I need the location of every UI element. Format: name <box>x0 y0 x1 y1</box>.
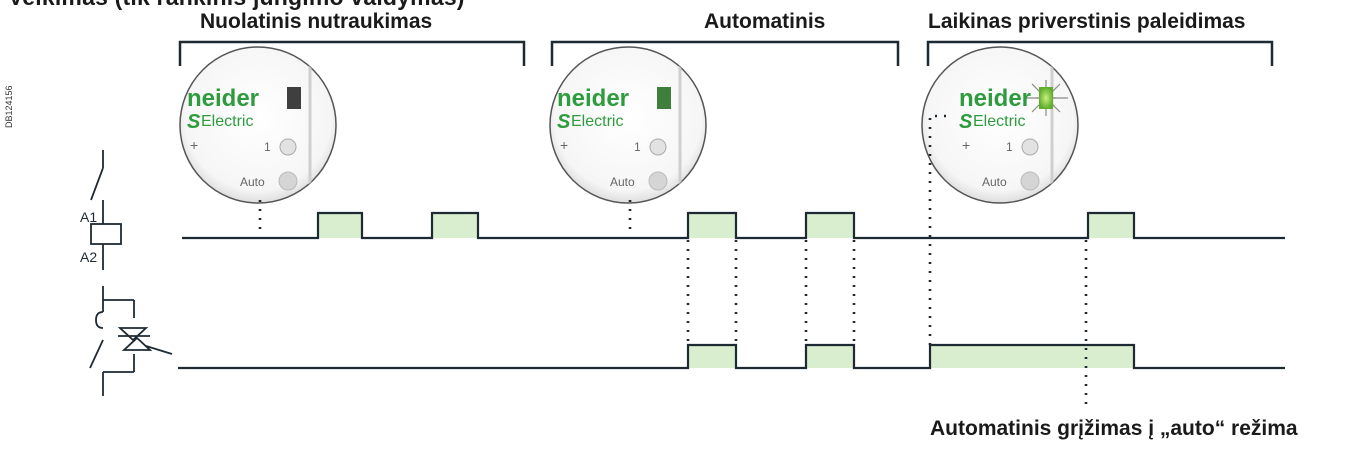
device-magnifier-1: neider Electric S + 1 Auto <box>549 46 707 204</box>
svg-text:neider: neider <box>557 85 629 112</box>
auto-return-note: Automatinis grįžimas į „auto“ režima <box>930 417 1298 440</box>
contact-output-pulse-0 <box>688 345 736 368</box>
svg-text:Auto: Auto <box>982 175 1007 189</box>
svg-text:Electric: Electric <box>571 113 623 130</box>
brand-sub: Electric <box>201 113 253 130</box>
bracket-temporary-forced <box>926 40 1274 66</box>
knob-1-icon <box>279 138 297 156</box>
status-led-off <box>287 87 301 109</box>
svg-text:1: 1 <box>634 140 641 154</box>
svg-text:+: + <box>560 137 568 153</box>
svg-text:1: 1 <box>1006 140 1013 154</box>
coil-input-trace <box>182 211 1285 240</box>
brand-name: neider <box>187 85 259 112</box>
device-magnifier-0: neider Electric S + 1 Auto <box>179 46 337 204</box>
svg-text:Electric: Electric <box>973 113 1025 130</box>
mode-label-permanent-off: Nuolatinis nutraukimas <box>200 10 433 33</box>
coil-input-pulse-4 <box>1088 213 1134 238</box>
contact-output-trace <box>178 343 1285 370</box>
coil-input-pulse-3 <box>806 213 854 238</box>
pulses-layer <box>318 213 1134 368</box>
switch-label-1: 1 <box>264 140 271 154</box>
traces-layer <box>178 211 1285 370</box>
svg-text:S: S <box>557 111 571 133</box>
coil-symbol-icon <box>90 150 122 270</box>
coil-label-a1: A1 <box>80 209 97 225</box>
svg-text:neider: neider <box>959 85 1031 112</box>
knob-auto-icon <box>278 171 298 191</box>
coil-input-pulse-0 <box>318 213 362 238</box>
output-contact-triac-icon <box>89 286 173 396</box>
svg-text:S: S <box>959 111 973 133</box>
device-magnifier-2: neider Electric S + 1 Auto <box>921 46 1079 204</box>
dotted-guides <box>258 114 1088 410</box>
svg-text:+: + <box>190 137 198 153</box>
mode-label-temporary-forced: Laikinas priverstinis paleidimas <box>928 10 1246 33</box>
bracket-permanent-off <box>178 40 526 66</box>
mode-brackets <box>178 40 1274 66</box>
svg-text:+: + <box>962 137 970 153</box>
switch-label-auto: Auto <box>240 175 265 189</box>
coil-label-a2: A2 <box>80 249 97 265</box>
diagram-title: Veikimas (tik rankinis jungimo valdymas) <box>8 0 465 11</box>
status-led-dim <box>657 87 671 109</box>
brand-logo-icon: S <box>187 111 201 133</box>
coil-input-pulse-2 <box>688 213 736 238</box>
coil-input-pulse-1 <box>432 213 478 238</box>
contact-output-pulse-2 <box>930 345 1134 368</box>
mode-label-automatic: Automatinis <box>704 10 826 33</box>
svg-text:Auto: Auto <box>610 175 635 189</box>
contact-output-pulse-1 <box>806 345 854 368</box>
bracket-automatic <box>550 40 900 66</box>
